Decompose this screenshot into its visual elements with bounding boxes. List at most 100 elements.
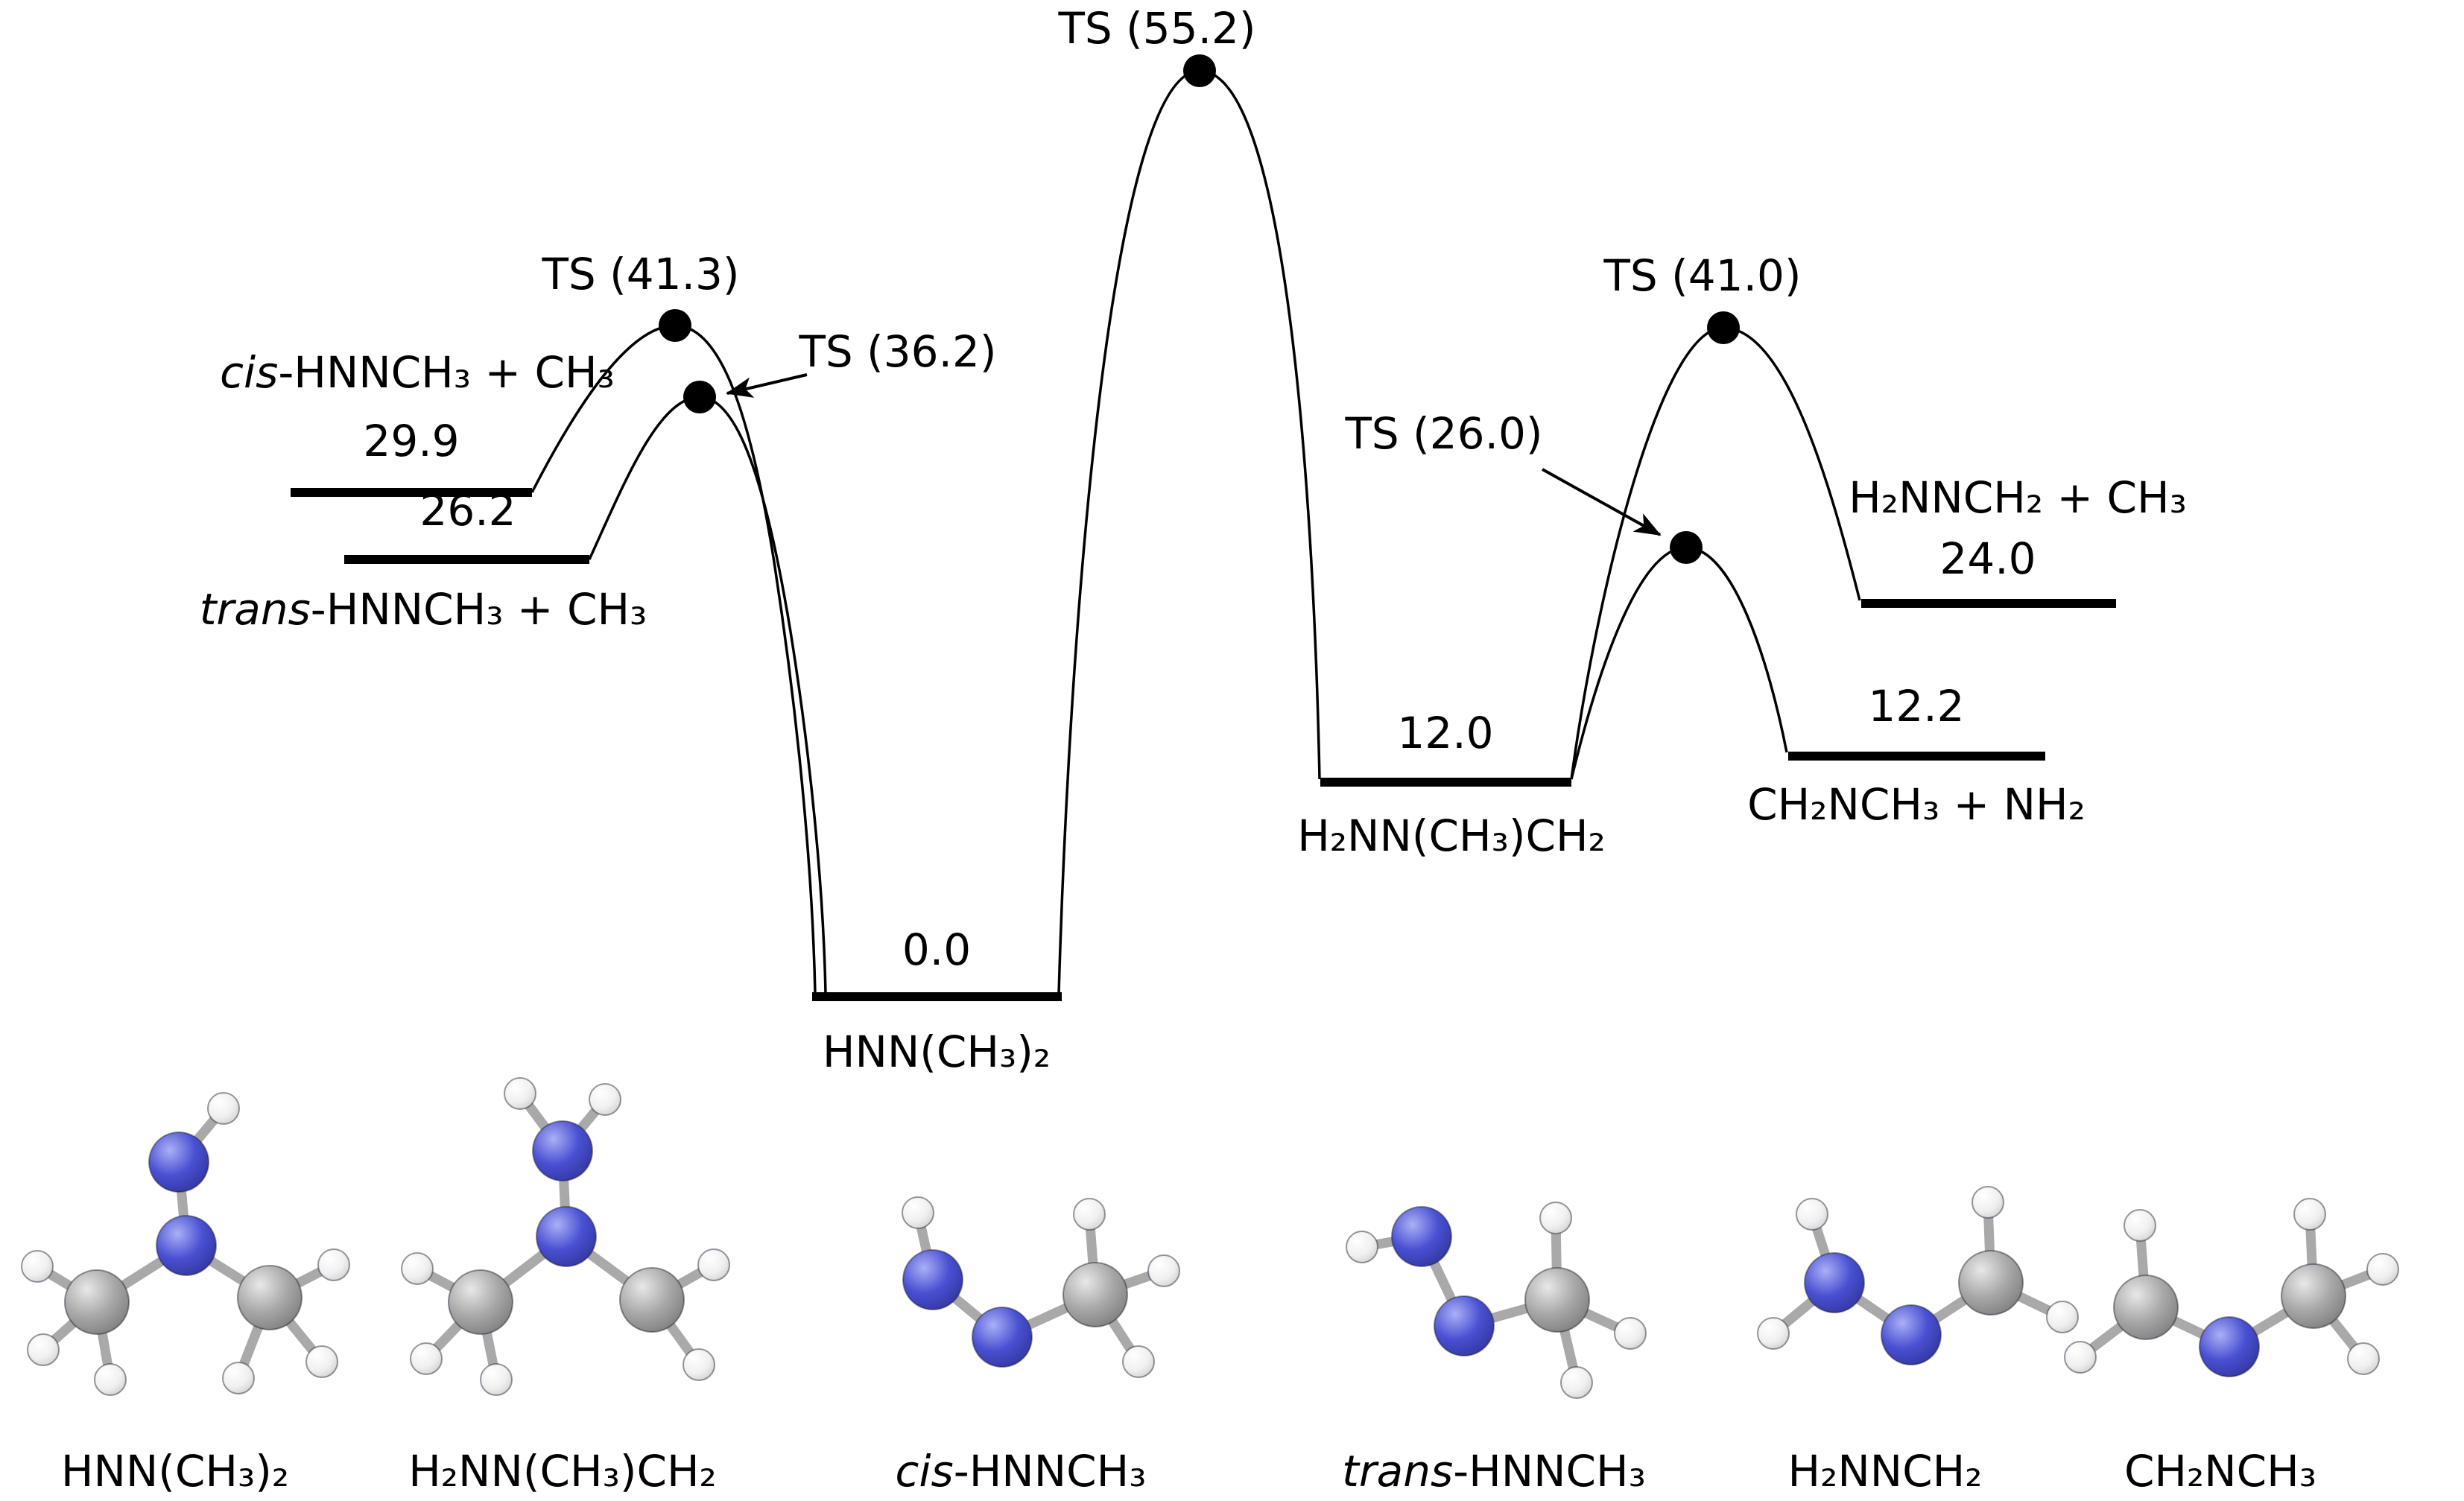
molecule-label-cis-hnnch3: cis-HNNCH₃ (896, 1446, 1147, 1497)
hydrogen-atom (1757, 1317, 1790, 1350)
molecule-label-ch2nch3: CH₂NCH₃ (2124, 1446, 2316, 1497)
transition-state-dots (659, 54, 1740, 564)
molecule-structure-cis-hnnch3 (902, 1196, 1180, 1378)
energy-levels (291, 488, 2116, 1001)
cis-product-label-rest: -HNNCH₃ + CH₃ (278, 347, 615, 398)
nitrogen-atom (2199, 1316, 2260, 1377)
hydrogen-atom (410, 1342, 443, 1375)
ts-41-0-label: TS (41.0) (1603, 250, 1801, 301)
hydrogen-atom (2347, 1342, 2380, 1375)
hydrogen-atom (27, 1333, 60, 1366)
molecule-structure-ch2nch3 (2064, 1198, 2399, 1377)
nitrogen-atom (1434, 1295, 1495, 1356)
hydrogen-atom (682, 1348, 715, 1381)
nitrogen-atom (1391, 1206, 1452, 1267)
hydrogen-atom (2046, 1301, 2079, 1333)
molecule-label-trans-hnnch3: trans-HNNCH₃ (1342, 1446, 1646, 1497)
nitrogen-atom (1881, 1304, 1942, 1365)
ts-36-2-dot (683, 381, 716, 413)
ts-55-2-label: TS (55.2) (1057, 3, 1255, 54)
nitrogen-atom (972, 1307, 1033, 1368)
hydrogen-atom (1122, 1345, 1155, 1378)
ts-36-2-arrow (726, 373, 808, 398)
hydrogen-atom (504, 1077, 536, 1110)
hydrogen-atom (2123, 1209, 2156, 1242)
hydrogen-atom (480, 1363, 513, 1396)
molecule-label-cis-italic: cis (896, 1446, 954, 1497)
hydrogen-atom (21, 1250, 54, 1283)
hydrogen-atom (1346, 1231, 1378, 1263)
cis-product-label: cis-HNNCH₃ + CH₃ (220, 347, 615, 398)
carbon-atom (1958, 1250, 2024, 1316)
ts-36-2-label: TS (36.2) (798, 326, 996, 377)
carbon-atom (1062, 1262, 1128, 1327)
hydrogen-atom (2064, 1341, 2097, 1374)
trans-product-label: trans-HNNCH₃ + CH₃ (200, 584, 647, 635)
carbon-atom (448, 1269, 513, 1335)
carbon-atom (64, 1269, 130, 1335)
ch2nch3-product-energy: 12.2 (1868, 681, 1964, 732)
intermediate-energy: 12.0 (1397, 708, 1493, 758)
hydrogen-atom (1971, 1186, 2004, 1219)
hydrogen-atom (1614, 1317, 1647, 1350)
nitrogen-atom (532, 1120, 593, 1181)
hydrogen-atom (1539, 1202, 1572, 1234)
cis-product-energy: 29.9 (363, 416, 459, 466)
molecule-label-hnnch32: HNN(CH₃)₂ (61, 1446, 289, 1497)
hydrogen-atom (317, 1248, 350, 1281)
curve-reactant-to-trans-product (588, 396, 827, 994)
hydrogen-atom (1147, 1254, 1180, 1287)
nitrogen-atom (148, 1132, 209, 1193)
reactant-energy: 0.0 (902, 924, 971, 975)
ts-41-3-label: TS (41.3) (541, 249, 739, 299)
hydrogen-atom (902, 1196, 934, 1229)
hydrogen-atom (222, 1362, 255, 1394)
molecule-structure-trans-hnnch3 (1346, 1202, 1647, 1399)
nitrogen-atom (902, 1249, 963, 1310)
ts-26-0-dot (1670, 531, 1703, 564)
hydrogen-atom (2293, 1198, 2326, 1231)
molecule-structure-hnnch32 (21, 1092, 350, 1396)
ts-41-3-dot (659, 309, 691, 342)
ts-26-0-arrow (1542, 468, 1662, 536)
hydrogen-atom (697, 1248, 730, 1281)
cis-product-label-italic: cis (220, 347, 278, 398)
carbon-atom (2113, 1275, 2179, 1340)
trans-product-label-italic: trans (200, 584, 311, 635)
intermediate-label: H₂NN(CH₃)CH₂ (1297, 810, 1606, 861)
carbon-atom (2281, 1263, 2346, 1329)
hydrogen-atom (1073, 1198, 1106, 1231)
ts-41-0-dot (1707, 311, 1740, 344)
molecule-label-h2nnch3ch2: H₂NN(CH₃)CH₂ (408, 1446, 717, 1497)
hydrogen-atom (401, 1252, 434, 1285)
hydrogen-atom (1560, 1366, 1593, 1399)
molecule-label-cis-rest: -HNNCH₃ (954, 1446, 1147, 1497)
carbon-atom (237, 1265, 303, 1330)
molecule-label-trans-italic: trans (1342, 1446, 1453, 1497)
ch2nch3-product-label: CH₂NCH₃ + NH₂ (1747, 779, 2085, 830)
trans-product-label-rest: -HNNCH₃ + CH₃ (311, 584, 647, 635)
hydrogen-atom (589, 1083, 621, 1116)
reactant-label: HNN(CH₃)₂ (823, 1026, 1051, 1077)
nitrogen-atom (156, 1215, 217, 1276)
molecule-structure-h2nnch2 (1757, 1186, 2079, 1365)
carbon-atom (1524, 1267, 1590, 1333)
hydrogen-atom (2366, 1253, 2399, 1286)
hydrogen-atom (305, 1345, 338, 1378)
ts-55-2-dot (1183, 54, 1216, 87)
hydrogen-atom (207, 1092, 240, 1125)
h2nnch2-product-energy: 24.0 (1939, 533, 2036, 584)
curve-reactant-to-cis-product (531, 324, 817, 994)
trans-product-energy: 26.2 (419, 485, 516, 536)
nitrogen-atom (536, 1206, 597, 1267)
hydrogen-atom (94, 1363, 127, 1396)
molecule-label-trans-rest: -HNNCH₃ (1453, 1446, 1646, 1497)
hydrogen-atom (1796, 1198, 1828, 1231)
molecule-structure-h2nnch3ch2 (401, 1077, 730, 1396)
annotation-arrows (726, 373, 1662, 536)
ts-26-0-label: TS (26.0) (1344, 408, 1542, 459)
h2nnch2-product-label: H₂NNCH₂ + CH₃ (1849, 472, 2187, 523)
